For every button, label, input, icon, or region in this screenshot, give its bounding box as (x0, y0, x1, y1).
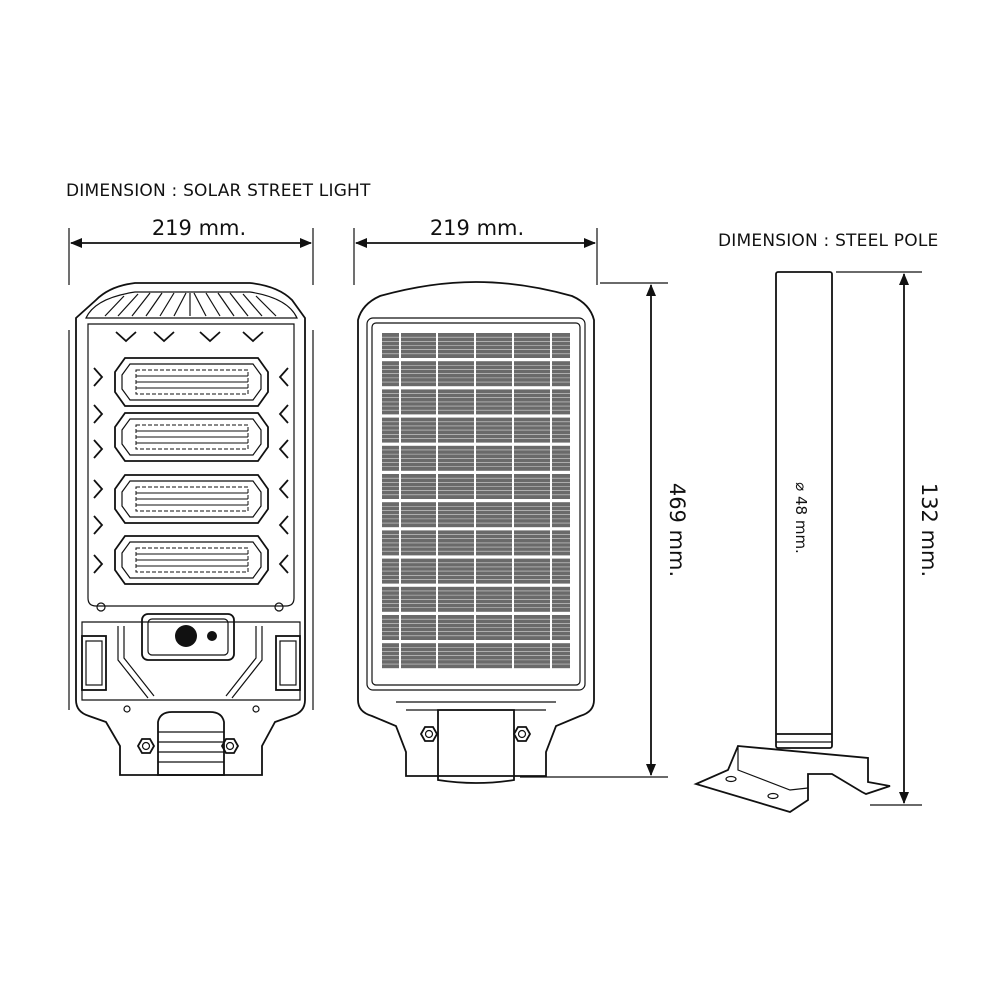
front-view-led-side (68, 282, 314, 776)
sensor-window (141, 613, 235, 661)
back-view-solar-panel (357, 281, 595, 784)
title-solar-street-light: DIMENSION : SOLAR STREET LIGHT (66, 181, 371, 201)
nut-icon (136, 738, 156, 754)
pole-diameter-label: ⌀ 48 mm. (792, 482, 810, 554)
led-module (114, 412, 269, 462)
solar-cells (382, 333, 570, 669)
front-width-label: 219 mm. (152, 216, 246, 240)
title-steel-pole: DIMENSION : STEEL POLE (718, 231, 938, 251)
nut-icon (512, 726, 532, 742)
led-module (114, 535, 269, 585)
height-dimension: 469 mm. (520, 282, 689, 778)
pole-height-label: 132 mm. (917, 483, 941, 577)
nut-icon (419, 726, 439, 742)
nut-icon (220, 738, 240, 754)
back-width-label: 219 mm. (430, 216, 524, 240)
pole-height-dimension: 132 mm. (836, 271, 941, 806)
steel-pole: ⌀ 48 mm. (693, 271, 891, 813)
led-module (114, 474, 269, 524)
led-module (114, 357, 269, 407)
back-width-dimension: 219 mm. (353, 216, 598, 285)
height-label: 469 mm. (665, 483, 689, 577)
front-width-dimension: 219 mm. (68, 216, 314, 285)
